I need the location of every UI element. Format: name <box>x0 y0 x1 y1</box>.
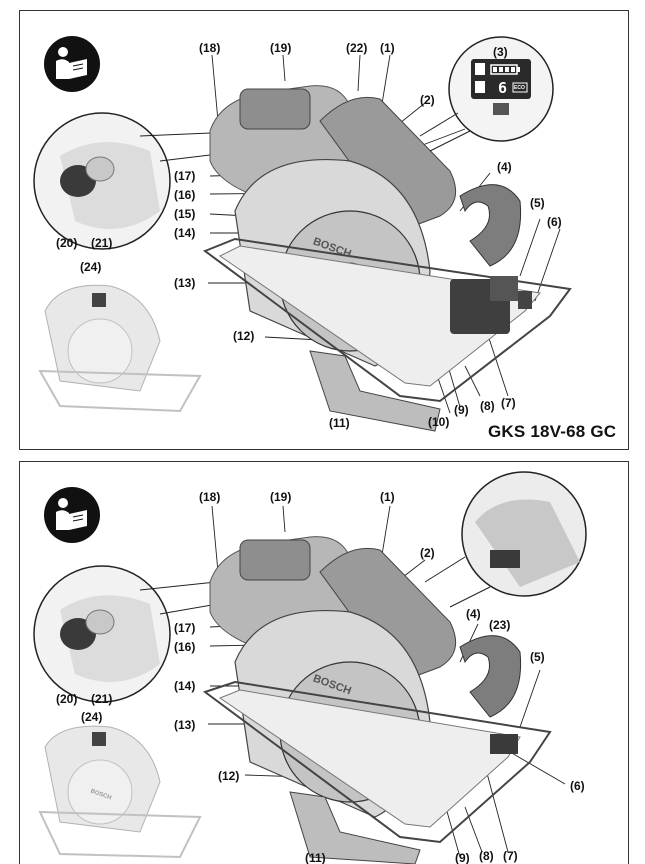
callout-21: (21) <box>91 236 113 250</box>
callout-14-bottom: (14) <box>174 679 196 693</box>
callout-9: (9) <box>454 403 469 417</box>
callout-12-bottom: (12) <box>218 769 240 783</box>
callout-2: (2) <box>420 93 435 107</box>
callout-4-bottom: (4) <box>466 607 481 621</box>
callout-4: (4) <box>497 160 512 174</box>
callout-11-bottom: (11) <box>305 851 326 864</box>
callout-24-bottom: (24) <box>81 710 103 724</box>
callout-20-bottom: (20) <box>56 692 78 706</box>
callout-22: (22) <box>346 41 368 55</box>
read-manual-icon-bottom <box>43 486 101 549</box>
callout-16: (16) <box>174 188 196 202</box>
thermometer-icon <box>475 63 485 75</box>
callout-7-bottom: (7) <box>503 849 518 863</box>
callout-8: (8) <box>480 399 495 413</box>
callout-5-bottom: (5) <box>530 650 545 664</box>
callout-6-bottom: (6) <box>570 779 585 793</box>
read-manual-icon <box>43 35 101 98</box>
model-label: GKS 18V-68 GC <box>488 422 617 441</box>
callout-13: (13) <box>174 276 196 290</box>
lcd-display: 6 ECO <box>471 59 531 124</box>
callout-10: (10) <box>428 415 450 429</box>
callout-1-bottom: (1) <box>380 490 395 504</box>
callout-23-bottom: (23) <box>489 618 511 632</box>
callout-14: (14) <box>174 226 196 240</box>
circular-saw-illustration-bottom <box>33 471 587 864</box>
callout-9-bottom: (9) <box>455 851 470 864</box>
callout-18: (18) <box>199 41 221 55</box>
callout-7: (7) <box>501 396 516 410</box>
callout-19: (19) <box>270 41 292 55</box>
callout-17: (17) <box>174 169 196 183</box>
figure-panel-bottom: BOSCH BOSCH (18) (19) (1) (2) (4) (23) (… <box>19 461 629 864</box>
figure-panel-top: 6 ECO BOSCH (18) (19) (22) (1) (3) (2) (… <box>19 10 629 450</box>
callout-19-bottom: (19) <box>270 490 292 504</box>
callout-21-bottom: (21) <box>91 692 113 706</box>
callout-11: (11) <box>329 416 350 430</box>
lcd-eco-text: ECO <box>514 85 525 91</box>
callout-6: (6) <box>547 215 562 229</box>
callout-13-bottom: (13) <box>174 718 196 732</box>
callout-2-bottom: (2) <box>420 546 435 560</box>
lcd-temp-digit: 6 <box>498 79 508 97</box>
callout-1: (1) <box>380 41 395 55</box>
callout-8-bottom: (8) <box>479 849 494 863</box>
callout-3: (3) <box>493 45 508 59</box>
callout-17-bottom: (17) <box>174 621 196 635</box>
callout-5: (5) <box>530 196 545 210</box>
callout-12: (12) <box>233 329 255 343</box>
callout-15: (15) <box>174 207 196 221</box>
callout-18-bottom: (18) <box>199 490 221 504</box>
callout-20: (20) <box>56 236 78 250</box>
callout-16-bottom: (16) <box>174 640 196 654</box>
circular-saw-illustration-top <box>33 36 572 432</box>
callout-24: (24) <box>80 260 102 274</box>
